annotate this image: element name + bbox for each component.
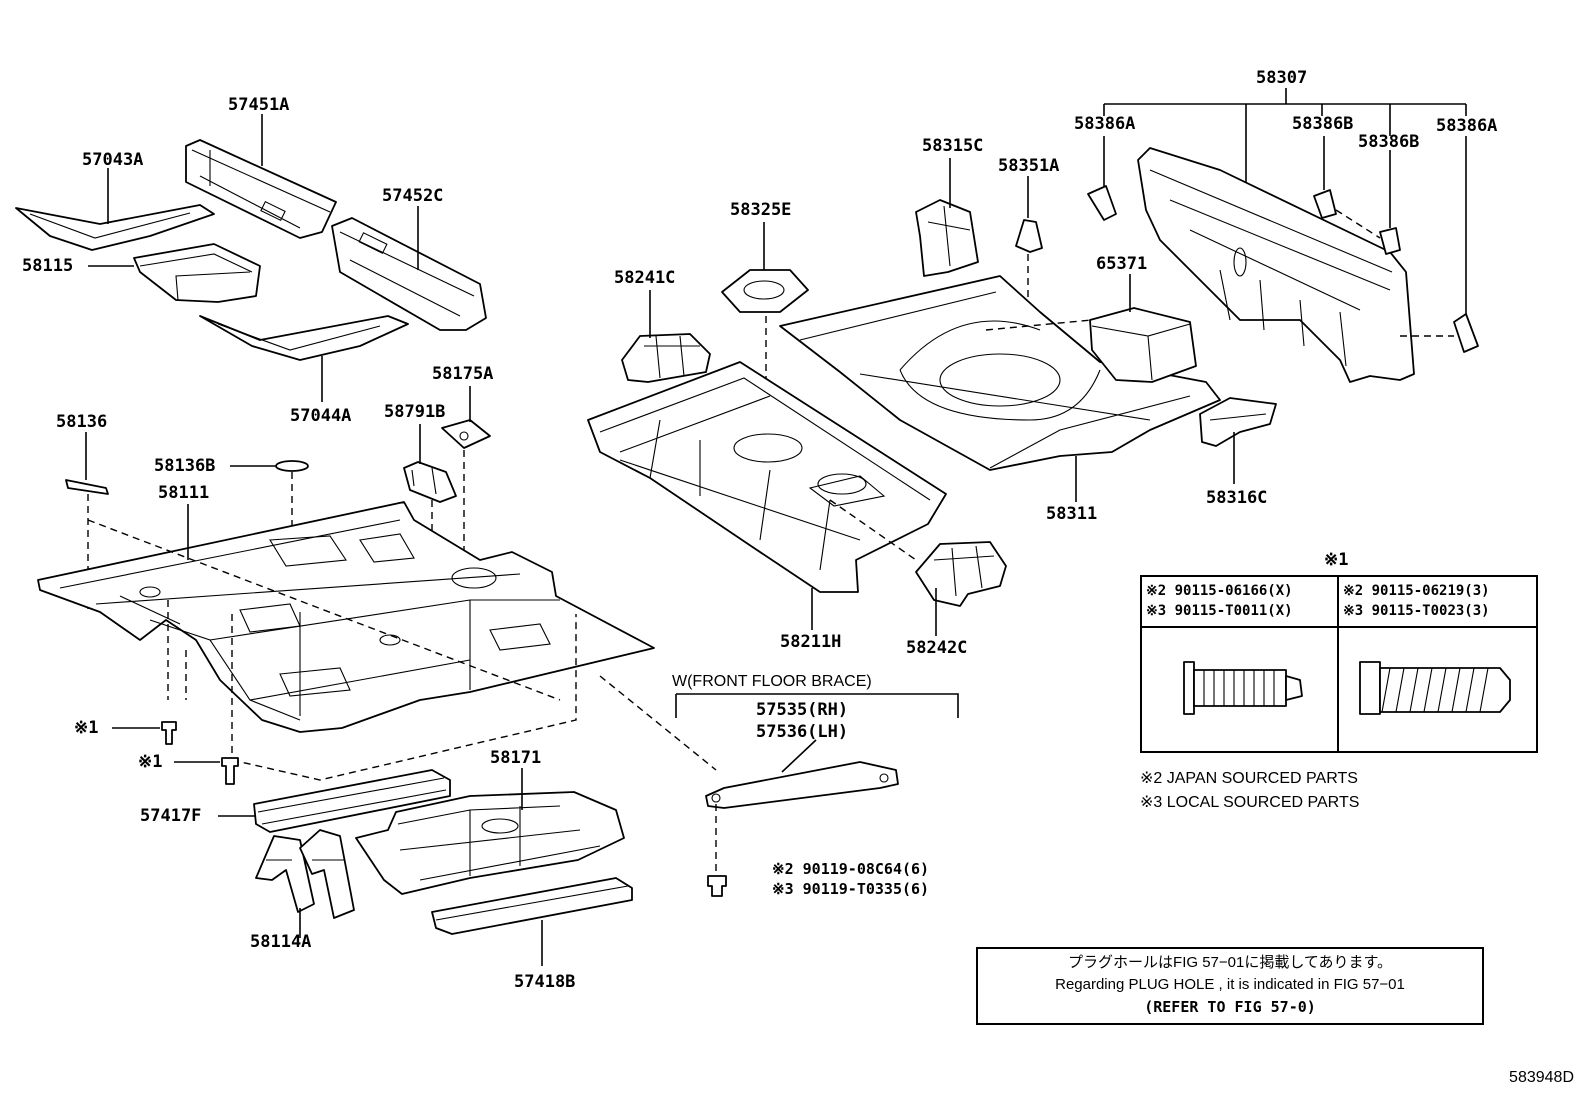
label-fastener-mark-1b: ※1 [138,752,163,772]
part-58386B-mid-shape [1379,227,1401,255]
part-58136-shape [65,479,109,495]
label-57535: 57535(RH) [756,700,849,720]
plug-hole-note: プラグホールはFIG 57−01に掲載してあります。 Regarding PLU… [976,947,1484,1025]
part-58386A-left-shape [1087,185,1117,221]
label-58791B: 58791B [384,402,446,422]
part-58171-shape [355,791,625,895]
part-brace-bolt [707,875,727,897]
fastener-table: ※2 90115-06166(X) ※3 90115-T0011(X) ※2 9… [1140,575,1538,753]
label-58311: 58311 [1046,504,1098,524]
label-front-floor-brace: W(FRONT FLOOR BRACE) [672,673,872,690]
part-58315C-shape [915,199,979,277]
label-58386B-top: 58386B [1292,114,1354,134]
label-57417F: 57417F [140,806,202,826]
fastener-right-japan: ※2 90115-06219(3) [1343,583,1490,599]
label-58386A-right: 58386A [1436,116,1498,136]
part-58136B-shape [275,460,309,472]
label-bolt-local: ※3 90119-T0335(6) [772,880,930,898]
label-58351A: 58351A [998,156,1060,176]
label-58242C: 58242C [906,638,968,658]
part-58791B-shape [403,461,457,503]
label-58315C: 58315C [922,136,984,156]
part-58241C-shape [621,333,711,383]
legend-japan-sourced: ※2 JAPAN SOURCED PARTS [1140,770,1358,787]
label-58316C: 58316C [1206,488,1268,508]
part-58316C-shape [1199,397,1277,447]
label-57536: 57536(LH) [756,722,849,742]
label-58136B: 58136B [154,456,216,476]
fastener-bolt-right-drawing [1359,661,1511,715]
part-58386B-top-shape [1313,189,1337,219]
label-65371: 65371 [1096,254,1148,274]
part-57417F-shape [253,769,451,833]
label-57418B: 57418B [514,972,576,992]
part-58242C-shape [915,541,1007,607]
label-58325E: 58325E [730,200,792,220]
part-58325E-shape [721,269,809,313]
label-58171: 58171 [490,748,542,768]
part-58307-shape [1137,147,1415,383]
label-fastener-mark-1a: ※1 [74,718,99,738]
fastener-table-left-image [1142,628,1339,751]
fastener-left-local: ※3 90115-T0011(X) [1146,603,1293,619]
part-58175A-shape [441,419,491,449]
part-57452C-shape [331,217,487,331]
part-58386A-right-shape [1453,313,1479,353]
label-58386A-left: 58386A [1074,114,1136,134]
label-57451A: 57451A [228,95,290,115]
fastener-table-right-image [1339,628,1536,751]
label-58307: 58307 [1256,68,1308,88]
fastener-table-right-header: ※2 90115-06219(3) ※3 90115-T0023(3) [1339,577,1536,628]
label-58211H: 58211H [780,632,842,652]
label-58136: 58136 [56,412,108,432]
part-58311-shape [779,275,1221,471]
figure-id: 583948D [1509,1069,1574,1086]
label-58114A: 58114A [250,932,312,952]
part-57043A-shape [15,204,215,251]
fastener-left-japan: ※2 90115-06166(X) [1146,583,1293,599]
part-fastener-1b [221,757,239,785]
label-58111: 58111 [158,483,210,503]
part-58115-shape [133,243,261,303]
label-bolt-japan: ※2 90119-08C64(6) [772,860,930,878]
part-58111-shape [37,501,655,733]
legend-local-sourced: ※3 LOCAL SOURCED PARTS [1140,794,1360,811]
part-58114A-shape [255,829,355,919]
label-57044A: 57044A [290,406,352,426]
part-57044A-shape [199,315,409,361]
part-57535-shape [705,761,899,809]
label-58115: 58115 [22,256,74,276]
fastener-table-title: ※1 [1324,550,1349,570]
note-reference: (REFER TO FIG 57-0) [1144,998,1316,1016]
note-english: Regarding PLUG HOLE , it is indicated in… [1055,976,1405,993]
fastener-table-left-header: ※2 90115-06166(X) ※3 90115-T0011(X) [1142,577,1339,628]
part-fastener-1a [161,721,177,745]
fastener-bolt-left-drawing [1183,661,1303,715]
label-58175A: 58175A [432,364,494,384]
note-japanese: プラグホールはFIG 57−01に掲載してあります。 [1068,954,1392,971]
part-58211H-shape [587,361,947,593]
label-58386B-mid: 58386B [1358,132,1420,152]
fastener-right-local: ※3 90115-T0023(3) [1343,603,1490,619]
part-65371-shape [1089,307,1197,383]
part-58351A-shape [1015,219,1043,253]
label-57043A: 57043A [82,150,144,170]
label-58241C: 58241C [614,268,676,288]
part-57418B-shape [431,877,633,935]
label-57452C: 57452C [382,186,444,206]
part-57451A-shape [185,139,337,239]
